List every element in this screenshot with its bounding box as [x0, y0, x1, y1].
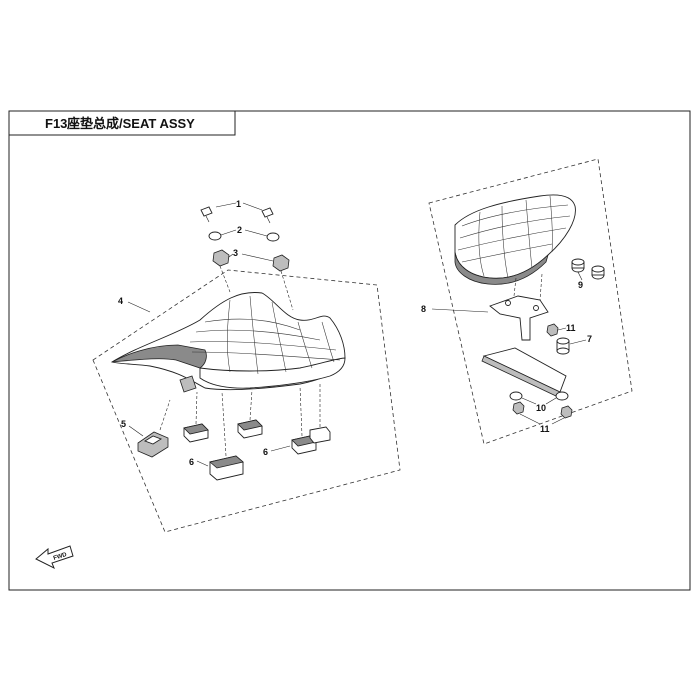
- latch-bracket-5: [137, 399, 171, 458]
- callout-6-right: 6: [263, 447, 268, 457]
- cushion-6-a: [183, 391, 209, 443]
- nut-3-left: [212, 249, 230, 267]
- rear-seat-group-outline: [428, 158, 633, 445]
- callout-11-upper: 11: [566, 323, 576, 333]
- nut-3-right: [272, 254, 290, 272]
- drawing-frame: [8, 110, 691, 591]
- nut-11-upper: [546, 323, 559, 337]
- callout-5: 5: [121, 419, 126, 429]
- callout-2: 2: [237, 225, 242, 235]
- rear-mount-bracket: [489, 273, 549, 341]
- rear-plate: [481, 347, 567, 397]
- callout-11-lower: 11: [540, 424, 550, 434]
- callout-1: 1: [236, 199, 241, 209]
- spacer-7: [556, 337, 570, 355]
- forward-arrow-icon: FWD: [35, 545, 74, 570]
- callout-4: 4: [118, 296, 123, 306]
- title-code: F13: [45, 116, 67, 131]
- washer-2-left: [208, 231, 222, 241]
- fwd-label: FWD: [53, 552, 68, 562]
- front-seat-group-outline: [92, 269, 401, 533]
- page-title: 座垫总成/SEAT ASSY: [66, 116, 195, 131]
- callout-9: 9: [578, 280, 583, 290]
- cushion-6-d: [309, 384, 331, 444]
- grommet-9-b: [591, 265, 605, 280]
- washer-10-left: [509, 391, 523, 401]
- callout-7: 7: [587, 334, 592, 344]
- rear-seat: [454, 194, 576, 285]
- screw-1-left: [200, 206, 213, 223]
- cushion-6-e: [209, 391, 244, 481]
- grommet-9-a: [571, 258, 585, 273]
- washer-2-right: [266, 232, 280, 242]
- front-seat: [110, 292, 346, 393]
- cushion-6-b: [237, 389, 263, 439]
- callout-10: 10: [536, 403, 546, 413]
- screw-1-right: [261, 207, 274, 224]
- callout-3: 3: [233, 248, 238, 258]
- title-box: [8, 110, 236, 136]
- callout-8: 8: [421, 304, 426, 314]
- nut-11-lower-left: [512, 401, 525, 415]
- callout-6-left: 6: [189, 457, 194, 467]
- washer-10-right: [555, 391, 569, 401]
- nut-11-lower-right: [560, 405, 573, 419]
- cushion-6-c: [291, 385, 317, 455]
